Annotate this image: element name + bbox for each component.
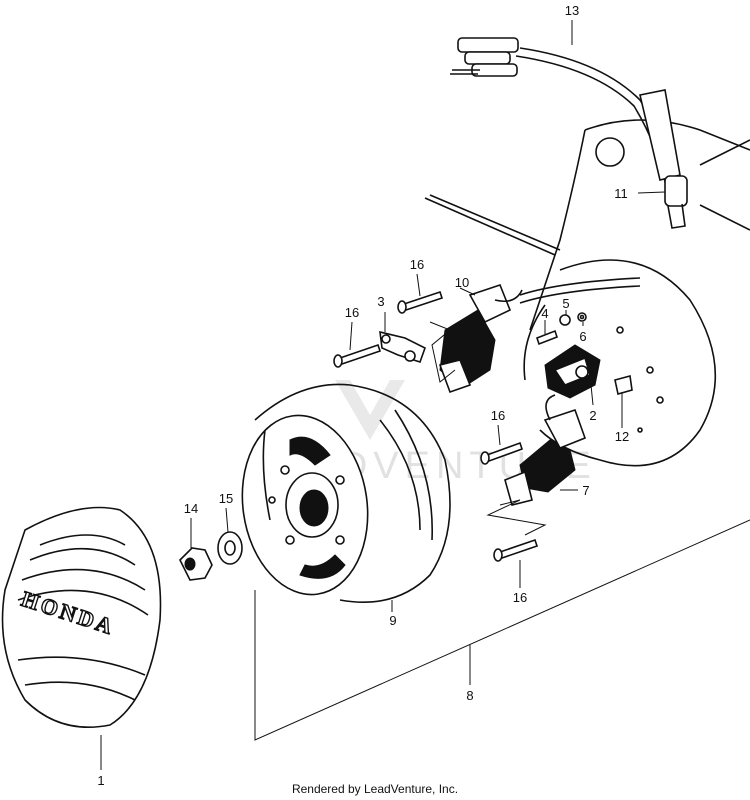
callout-labels: 1 2 3 4 5 6 7 8 9 10 11 12 13 14 15 16 1…	[97, 3, 629, 788]
coil-7	[486, 394, 587, 536]
callout-2: 2	[589, 408, 596, 423]
callout-13: 13	[565, 3, 579, 18]
cover-1: HONDA	[1, 506, 162, 728]
callout-16-c: 16	[491, 408, 505, 423]
callout-10: 10	[455, 275, 469, 290]
callout-4: 4	[541, 306, 548, 321]
callout-15: 15	[219, 491, 233, 506]
callout-5: 5	[562, 296, 569, 311]
assembly-bracket-8	[254, 519, 750, 741]
callout-8: 8	[466, 688, 473, 703]
callout-14: 14	[184, 501, 198, 516]
engine-case	[424, 119, 750, 467]
bracket-3	[379, 330, 426, 363]
callout-1: 1	[97, 773, 104, 788]
screws-16	[333, 290, 539, 562]
callout-16-a: 16	[345, 305, 359, 320]
callout-9: 9	[389, 613, 396, 628]
callout-3: 3	[377, 294, 384, 309]
wire-harness	[450, 37, 688, 304]
flywheel-9	[241, 383, 451, 603]
nut-washer	[179, 531, 243, 581]
callout-6: 6	[579, 329, 586, 344]
coil-10	[429, 284, 523, 394]
leader-lines	[100, 20, 666, 770]
small-hardware	[536, 312, 633, 396]
footer-credit: Rendered by LeadVenture, Inc.	[292, 782, 458, 796]
callout-12: 12	[615, 429, 629, 444]
callout-7: 7	[582, 483, 589, 498]
callout-11: 11	[614, 186, 628, 201]
callout-16-d: 16	[513, 590, 527, 605]
pickup-2	[523, 304, 601, 399]
callout-16-b: 16	[410, 257, 424, 272]
